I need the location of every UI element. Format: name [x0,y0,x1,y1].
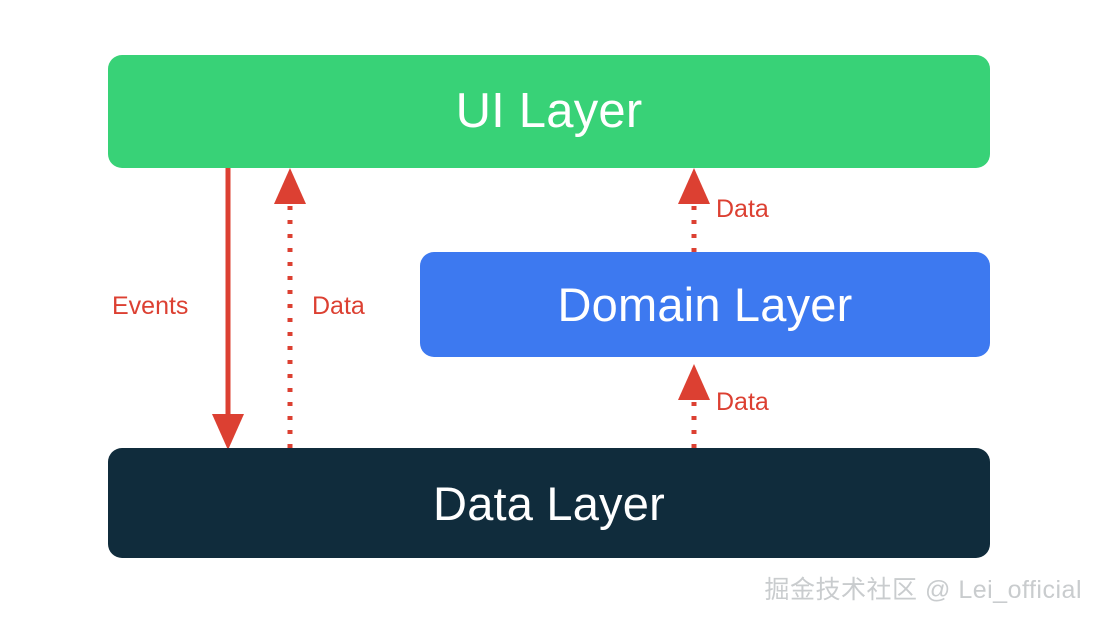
layer-label-data: Data Layer [433,476,665,530]
arrow-head-up [678,168,710,204]
arrow-domain-to-ui-data [678,168,710,252]
arrow-head-down [212,414,244,450]
layer-box-ui[interactable]: UI Layer [108,55,990,168]
connector-label-data-to-ui: Data [312,292,365,320]
connector-label-data-to-domain: Data [716,388,769,416]
arrow-head-up [678,364,710,400]
layer-label-domain: Domain Layer [557,278,853,331]
connector-label-events: Events [112,292,189,320]
arrow-data-to-domain-data [678,364,710,448]
watermark: 掘金技术社区 @ Lei_official [764,576,1082,604]
arrow-head-up [274,168,306,204]
arrow-ui-to-data-events [212,168,244,450]
arrow-data-to-ui-data [274,168,306,448]
layer-label-ui: UI Layer [455,84,643,138]
connector-label-domain-to-ui: Data [716,195,769,223]
layer-box-data[interactable]: Data Layer [108,448,990,558]
layer-box-domain[interactable]: Domain Layer [420,252,990,357]
